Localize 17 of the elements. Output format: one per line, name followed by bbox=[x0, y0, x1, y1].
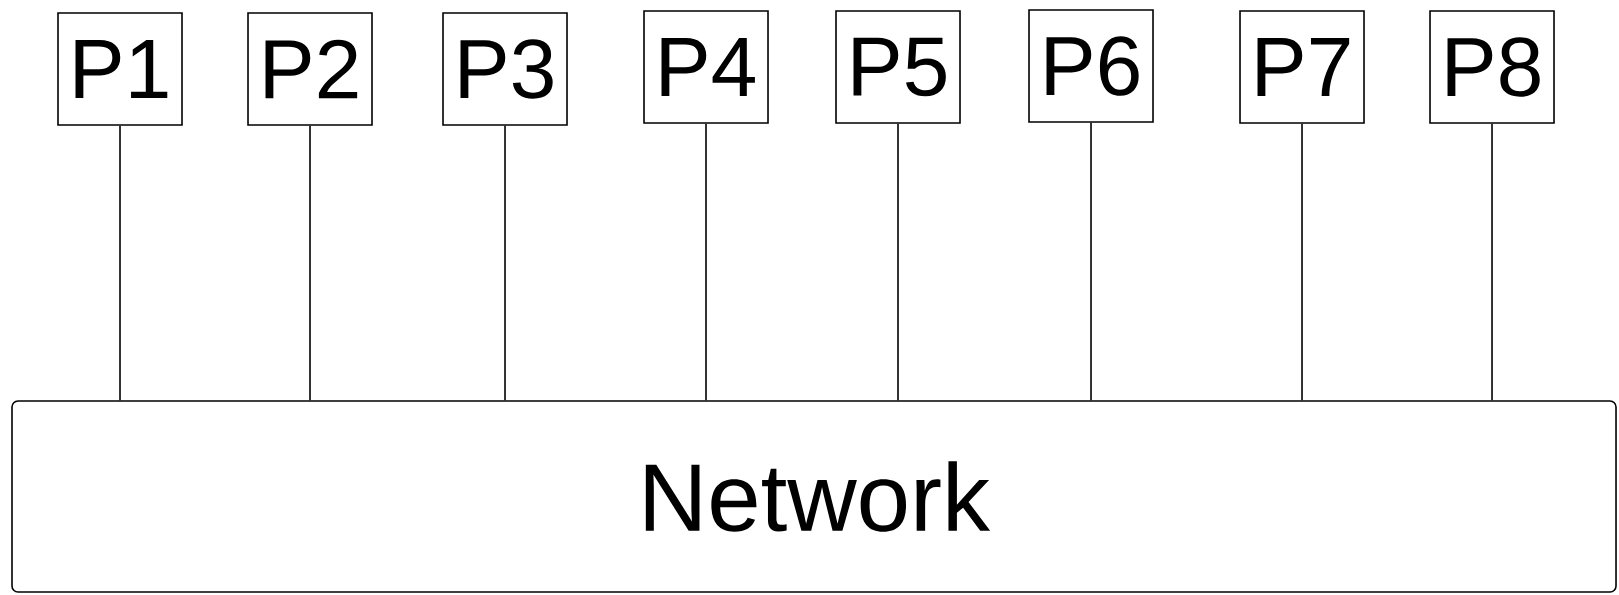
process-box: P7 bbox=[1239, 10, 1365, 124]
process-box: P3 bbox=[442, 12, 568, 126]
connector-line bbox=[1491, 123, 1493, 401]
network-bar: Network bbox=[11, 400, 1617, 593]
connector-line bbox=[504, 125, 506, 401]
process-box: P2 bbox=[247, 12, 373, 126]
process-box: P6 bbox=[1028, 9, 1154, 123]
connector-line bbox=[1301, 123, 1303, 401]
process-box: P4 bbox=[643, 10, 769, 124]
process-box: P8 bbox=[1429, 10, 1555, 124]
process-box: P1 bbox=[57, 12, 183, 126]
process-box: P5 bbox=[835, 10, 961, 124]
connector-line bbox=[897, 123, 899, 401]
connector-line bbox=[309, 125, 311, 401]
connector-line bbox=[705, 123, 707, 401]
connector-line bbox=[1090, 122, 1092, 401]
connector-line bbox=[119, 125, 121, 401]
